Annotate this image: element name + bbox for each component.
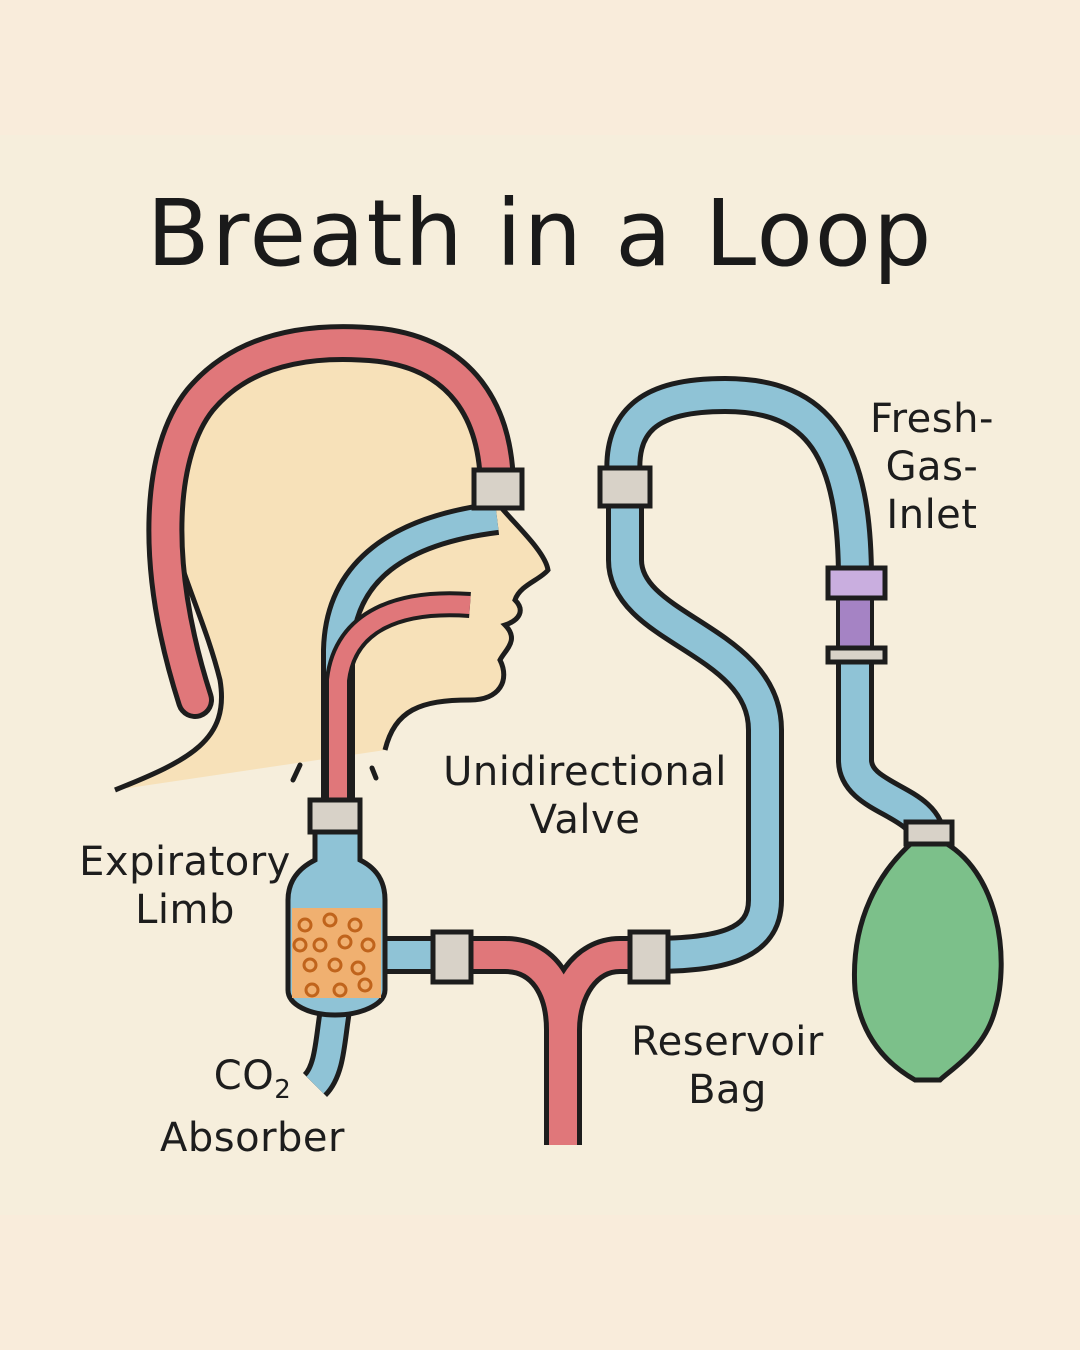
co2-absorber-canister	[285, 827, 388, 1098]
diagram-title: Breath in a Loop	[146, 180, 934, 287]
label-line: Fresh-	[870, 396, 994, 442]
inspiratory-limb	[604, 375, 947, 974]
label-expiratory-limb: Expiratory Limb	[70, 838, 300, 934]
valve-marks	[290, 762, 379, 783]
y-piece	[385, 936, 650, 1145]
label-line: Reservoir	[631, 1019, 824, 1065]
label-line: Gas-	[885, 444, 979, 490]
label-fresh-gas-inlet: Fresh- Gas- Inlet	[870, 395, 994, 539]
inspiratory-airway	[321, 501, 500, 810]
absorber-granules	[292, 912, 376, 998]
label-line: Inlet	[886, 492, 978, 538]
co2-text: CO	[213, 1053, 275, 1099]
label-line: Expiratory	[79, 839, 291, 885]
tube-connectors	[307, 465, 955, 985]
label-line: Limb	[135, 887, 235, 933]
label-line: CO2	[140, 1052, 365, 1114]
label-co2-absorber: CO2 Absorber	[140, 1052, 365, 1162]
label-line: Bag	[688, 1067, 767, 1113]
co2-subscript: 2	[274, 1075, 292, 1105]
label-line: Valve	[529, 797, 641, 843]
reservoir-bag	[851, 837, 1004, 1083]
label-unidirectional-valve: Unidirectional Valve	[425, 748, 745, 844]
label-reservoir-bag: Reservoir Bag	[615, 1018, 840, 1114]
expiratory-tube-head	[146, 324, 516, 719]
label-line: Absorber	[160, 1115, 345, 1161]
label-line: Unidirectional	[443, 749, 727, 795]
